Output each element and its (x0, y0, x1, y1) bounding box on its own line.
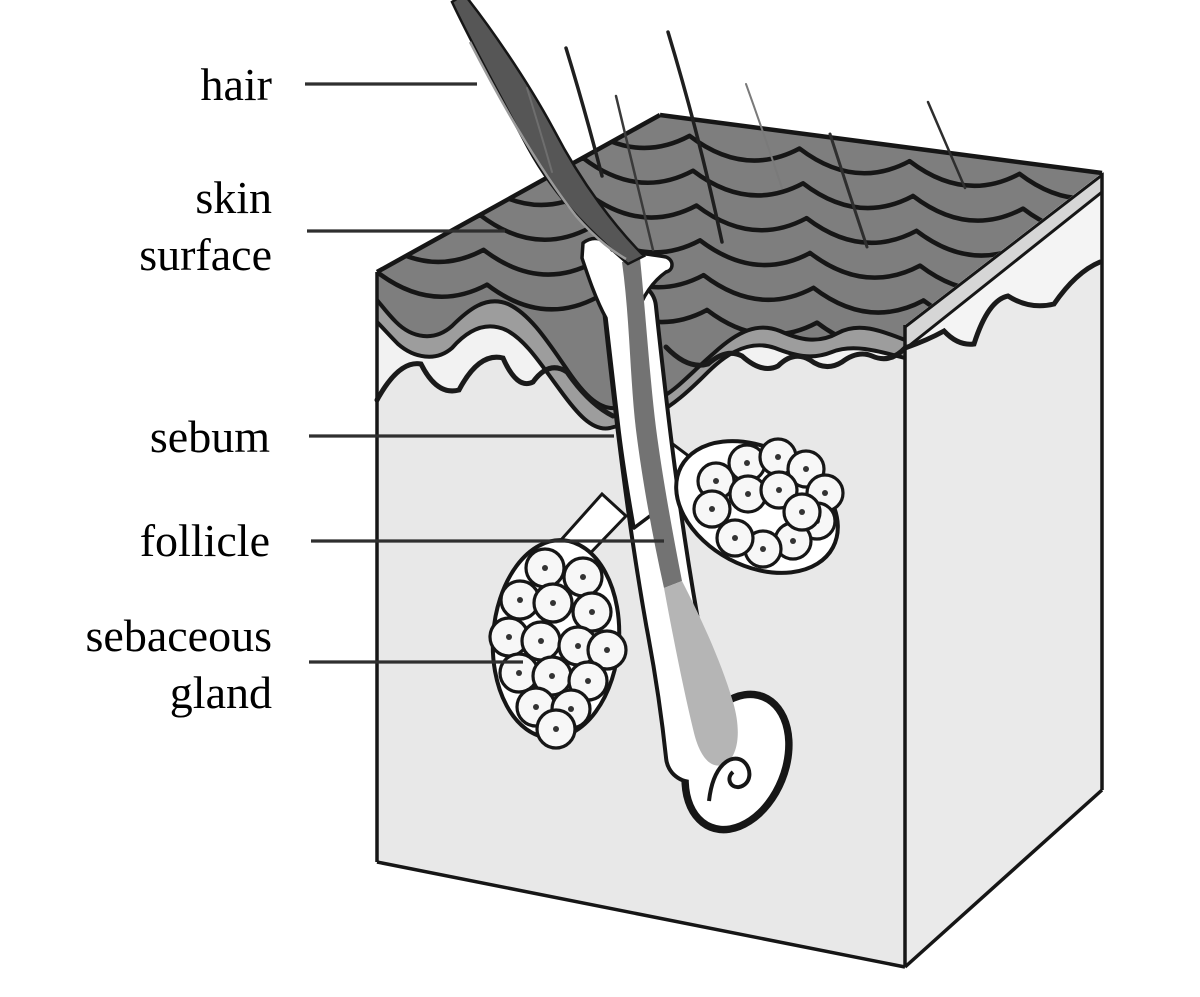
label-gland-line1: sebaceous (85, 610, 272, 661)
small-hair-3 (614, 94, 655, 252)
gland-cell-nucleus (550, 600, 556, 606)
sebaceous-gland-right (674, 437, 845, 575)
small-hair-4 (666, 30, 724, 244)
gland-cell-nucleus (580, 574, 586, 580)
gland-cell-nucleus (533, 704, 539, 710)
label-skin-surface: skin surface (139, 169, 272, 283)
label-sebum: sebum (150, 408, 270, 465)
dermis-wavy-line (374, 259, 1103, 419)
label-hair: hair (200, 56, 272, 113)
gland-cell-nucleus (732, 535, 738, 541)
gland-cell-nucleus (604, 647, 610, 653)
gland-cell-nucleus (568, 706, 574, 712)
hair-shaft-in-follicle (622, 258, 682, 588)
label-skin-line1: skin (195, 172, 272, 223)
gland-cell-nucleus (553, 726, 559, 732)
follicle-sebum-fill (664, 581, 738, 766)
small-hair-2 (564, 46, 604, 178)
gland-cell-nucleus (744, 460, 750, 466)
gland-cell-nucleus (776, 487, 782, 493)
gland-cell-nucleus (549, 673, 555, 679)
gland-cell-nucleus (516, 670, 522, 676)
gland-cell-nucleus (790, 538, 796, 544)
gland-cell-nucleus (517, 597, 523, 603)
dermal-papilla-notch (707, 756, 752, 802)
label-sebaceous-gland: sebaceous gland (86, 607, 272, 721)
label-follicle-text: follicle (139, 515, 270, 566)
hairs (450, 0, 967, 266)
main-hair-highlight (468, 41, 627, 261)
gland-cell-nucleus (589, 609, 595, 615)
small-hair-6 (828, 132, 869, 249)
gland-cell-nucleus (822, 490, 828, 496)
gland-cell-nucleus (506, 634, 512, 640)
small-hair-7 (926, 100, 967, 190)
label-follicle: follicle (140, 512, 270, 569)
gland-cell-nucleus (575, 643, 581, 649)
gland-cell-nucleus (803, 466, 809, 472)
small-hair-1 (526, 87, 553, 173)
label-gland-line2: gland (169, 667, 272, 718)
label-skin-line2: surface (139, 229, 272, 280)
gland-cell-nucleus (775, 454, 781, 460)
right-face-dermis (905, 262, 1102, 967)
gland-cell-nucleus (713, 478, 719, 484)
gland-cell-nucleus (760, 546, 766, 552)
label-sebum-text: sebum (149, 411, 270, 462)
small-hair-5 (745, 83, 783, 189)
label-hair-text: hair (200, 59, 272, 110)
gland-cell-nucleus (538, 638, 544, 644)
gland-cell-nucleus (542, 565, 548, 571)
gland-cell-nucleus (745, 491, 751, 497)
gland-cell-nucleus (585, 678, 591, 684)
block-edges (375, 112, 1104, 969)
label-pointer-lines (305, 82, 664, 664)
gland-right-cells (692, 437, 845, 569)
gland-cell-nucleus (709, 506, 715, 512)
gland-cell-nucleus (799, 509, 805, 515)
